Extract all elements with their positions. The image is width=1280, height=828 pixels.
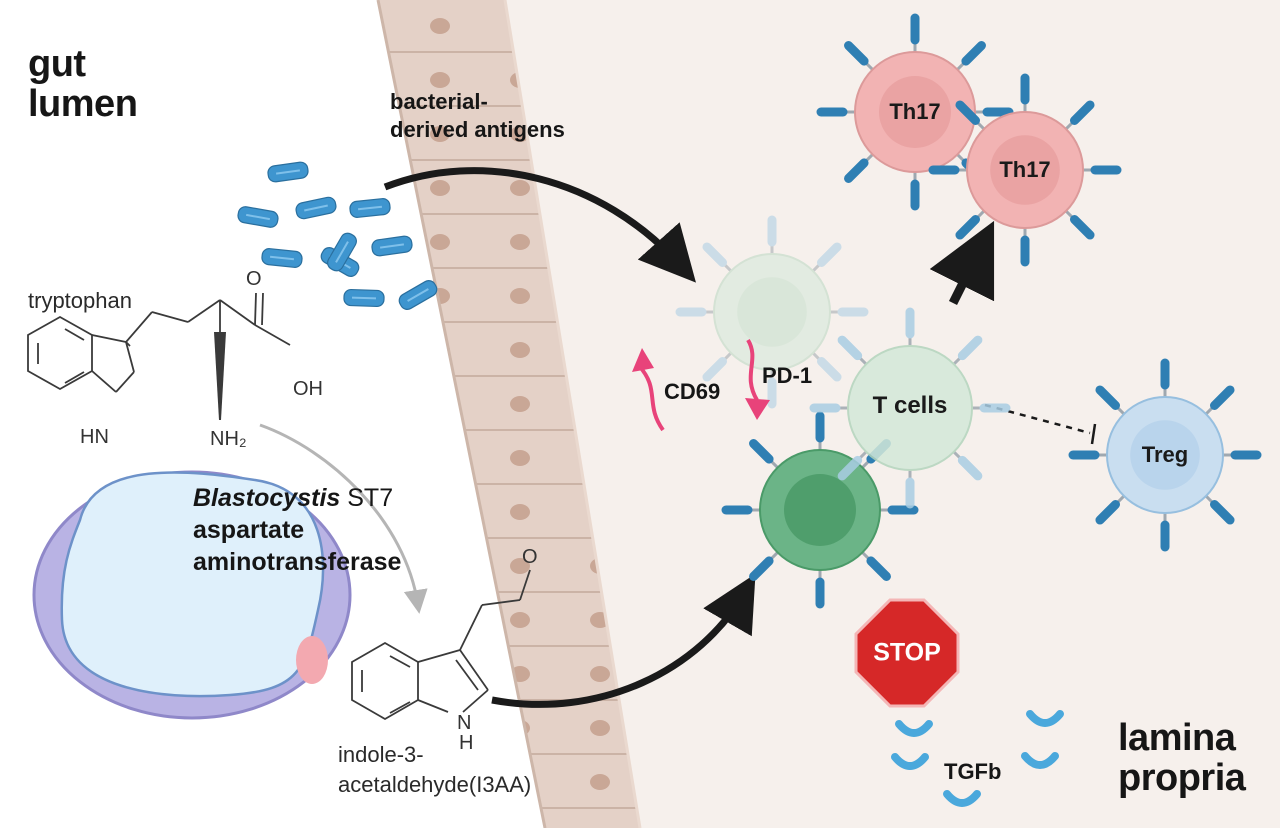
bacterium — [343, 288, 385, 308]
bacteria-cluster — [237, 161, 438, 310]
pd1-label: PD-1 — [762, 363, 813, 388]
tryptophan-hydroxyl: OH — [293, 378, 323, 400]
activated-t-cell — [721, 411, 919, 609]
bacterium — [267, 161, 309, 183]
tgfb-molecule — [1021, 752, 1059, 769]
tryptophan-label: tryptophan — [28, 288, 132, 313]
epithelium-apical-edge — [376, 0, 547, 828]
treg-cell — [1068, 358, 1262, 552]
stop-label: STOP — [873, 638, 941, 667]
bacterium — [398, 280, 438, 310]
bacterium — [327, 232, 357, 272]
tgfb-molecule — [1026, 710, 1064, 727]
blastocystis-cell — [32, 470, 352, 720]
antigens-line-2: derived antigens — [390, 117, 565, 142]
pd1-down-arrow-icon — [745, 398, 770, 420]
tgfb-molecule — [891, 753, 929, 770]
i3aa-ring-n: N — [457, 712, 472, 734]
gut-lumen-line-1: gut — [28, 43, 86, 85]
tryptophan-amine: NH₂ — [210, 428, 247, 450]
tgfb-molecule — [943, 790, 981, 807]
tryptophan-oxygen: O — [246, 268, 262, 290]
enzyme-line-1: Blastocystis ST7 — [193, 482, 401, 514]
treg-label: Treg — [1141, 442, 1189, 467]
gut-lumen-label: gut lumen — [28, 43, 138, 125]
epithelium-layer — [378, 0, 640, 828]
th17-cell-2 — [928, 73, 1122, 267]
i3aa-arrow — [491, 573, 756, 708]
enzymatic-conversion-arrow — [259, 423, 428, 614]
th17-differentiation-arrow — [929, 220, 995, 306]
bacterium — [295, 196, 337, 220]
antigens-label: bacterial- derived antigens — [390, 88, 565, 144]
lamina-propria-label: lamina propria — [1118, 717, 1246, 799]
lamina-propria-line-1: lamina — [1118, 717, 1236, 759]
inactive-t-cell — [675, 215, 869, 409]
immune-cells — [675, 13, 1262, 609]
antigens-line-1: bacterial- — [390, 89, 488, 114]
cd69-arrow-shaft — [638, 365, 665, 432]
i3aa-structure — [351, 569, 531, 721]
enzyme-line-2: aspartate — [193, 516, 305, 544]
i3aa-ring-h: H — [459, 732, 474, 754]
t-cells-label: T cells — [872, 392, 948, 419]
lamina-propria-line-2: propria — [1118, 757, 1246, 799]
stereo-wedge — [214, 332, 226, 420]
enzyme-label: Blastocystis ST7 aspartate aminotransfer… — [193, 482, 401, 578]
tgfb-molecules — [891, 710, 1064, 807]
i3aa-label: indole-3- acetaldehyde(I3AA) — [338, 740, 531, 800]
bacterium — [349, 198, 391, 218]
tgfb-molecule — [895, 720, 933, 737]
bacterium — [371, 235, 413, 257]
enzyme-subtype: ST7 — [347, 484, 394, 512]
inhibition-bar — [1090, 423, 1097, 445]
th17-label-2: Th17 — [999, 157, 1051, 182]
enzyme-line-3: aminotransferase — [193, 548, 402, 576]
i3aa-line-1: indole-3- — [338, 742, 424, 767]
bacterium — [261, 248, 303, 268]
gut-lumen-line-2: lumen — [28, 83, 138, 125]
tgfb-label: TGFb — [944, 759, 1002, 784]
cd69-up-arrow-icon — [632, 348, 654, 372]
th17-label-1: Th17 — [889, 99, 941, 124]
pd1-arrow-shaft — [746, 338, 759, 402]
tryptophan-ring-nh: HN — [80, 426, 109, 448]
blastocystis-nucleus — [296, 636, 328, 684]
bacterium — [237, 206, 279, 228]
enzyme-species: Blastocystis — [193, 484, 341, 512]
antigen-arrow — [383, 167, 696, 283]
i3aa-line-2: acetaldehyde(I3AA) — [338, 772, 532, 797]
cd69-label: CD69 — [664, 379, 721, 404]
t-cell — [809, 307, 1011, 509]
th17-cell-1 — [816, 13, 1014, 211]
i3aa-aldehyde-oxygen: O — [522, 546, 538, 568]
stop-sign-icon — [854, 598, 960, 708]
